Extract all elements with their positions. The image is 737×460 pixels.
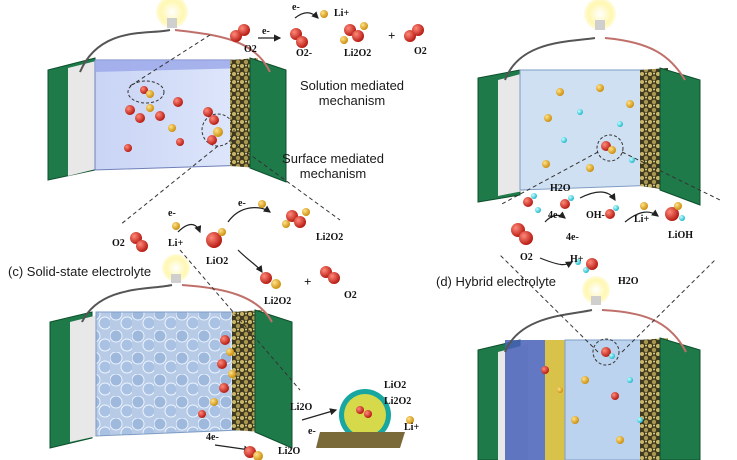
label-c-4e: 4e-	[206, 432, 219, 443]
label-d-li: Li+	[634, 214, 650, 225]
cell-top-right	[477, 0, 701, 206]
solution-mediated-label: Solution mediated mechanism	[282, 78, 422, 108]
surface-mediated-label: Surface mediated mechanism	[268, 151, 398, 181]
label-c-li2o-b: Li2O	[278, 446, 301, 457]
label-d-h: H+	[570, 254, 584, 265]
label-d-4e: 4e-	[548, 210, 561, 221]
label-c-e: e-	[308, 426, 316, 437]
label-top-li: Li+	[334, 8, 350, 19]
cell-bottom-right	[477, 276, 701, 460]
label-mid-e-b: e-	[238, 198, 246, 209]
label-d-h2o-b: H2O	[618, 276, 639, 287]
surface-label-line2: mechanism	[299, 166, 367, 181]
cell-top-left	[47, 0, 287, 183]
label-d-4e-b: 4e-	[566, 232, 579, 243]
label-mid-li2o2: Li2O2	[316, 232, 344, 243]
label-top-li2o2: Li2O2	[344, 48, 372, 59]
label-d-o2: O2	[520, 252, 533, 263]
label-mid-plus: +	[304, 274, 312, 289]
label-c-lio2: LiO2	[384, 380, 407, 391]
label-top-e: e-	[292, 2, 300, 13]
label-d-lioh: LiOH	[668, 230, 694, 241]
label-top-e-b: e-	[262, 26, 270, 37]
label-mid-lio2: LiO2	[206, 256, 229, 267]
surface-label-line1: Surface mediated	[282, 151, 384, 166]
label-top-o2-b: O2	[414, 46, 427, 57]
molecules	[124, 10, 685, 460]
label-top-o2-minus: O2-	[296, 48, 313, 59]
label-mid-li: Li+	[168, 238, 184, 249]
label-mid-o2: O2	[112, 238, 125, 249]
panel-d-label: (d) Hybrid electrolyte	[436, 274, 556, 289]
label-top-o2: O2	[244, 44, 257, 55]
label-d-oh: OH-	[586, 210, 605, 221]
label-c-li2o2: Li2O2	[384, 396, 412, 407]
solution-label-line2: mechanism	[318, 93, 386, 108]
solution-label-line1: Solution mediated	[299, 78, 405, 93]
panel-c-label: (c) Solid-state electrolyte	[8, 264, 152, 279]
label-top-plus: +	[388, 28, 396, 43]
cell-bottom-left	[49, 254, 293, 449]
label-mid-o2-b: O2	[344, 290, 357, 301]
label-mid-li2o2-b: Li2O2	[264, 296, 292, 307]
label-d-h2o: H2O	[550, 183, 571, 194]
label-c-li2o: Li2O	[290, 402, 313, 413]
label-mid-e-a: e-	[168, 208, 176, 219]
label-c-li: Li+	[404, 422, 420, 433]
